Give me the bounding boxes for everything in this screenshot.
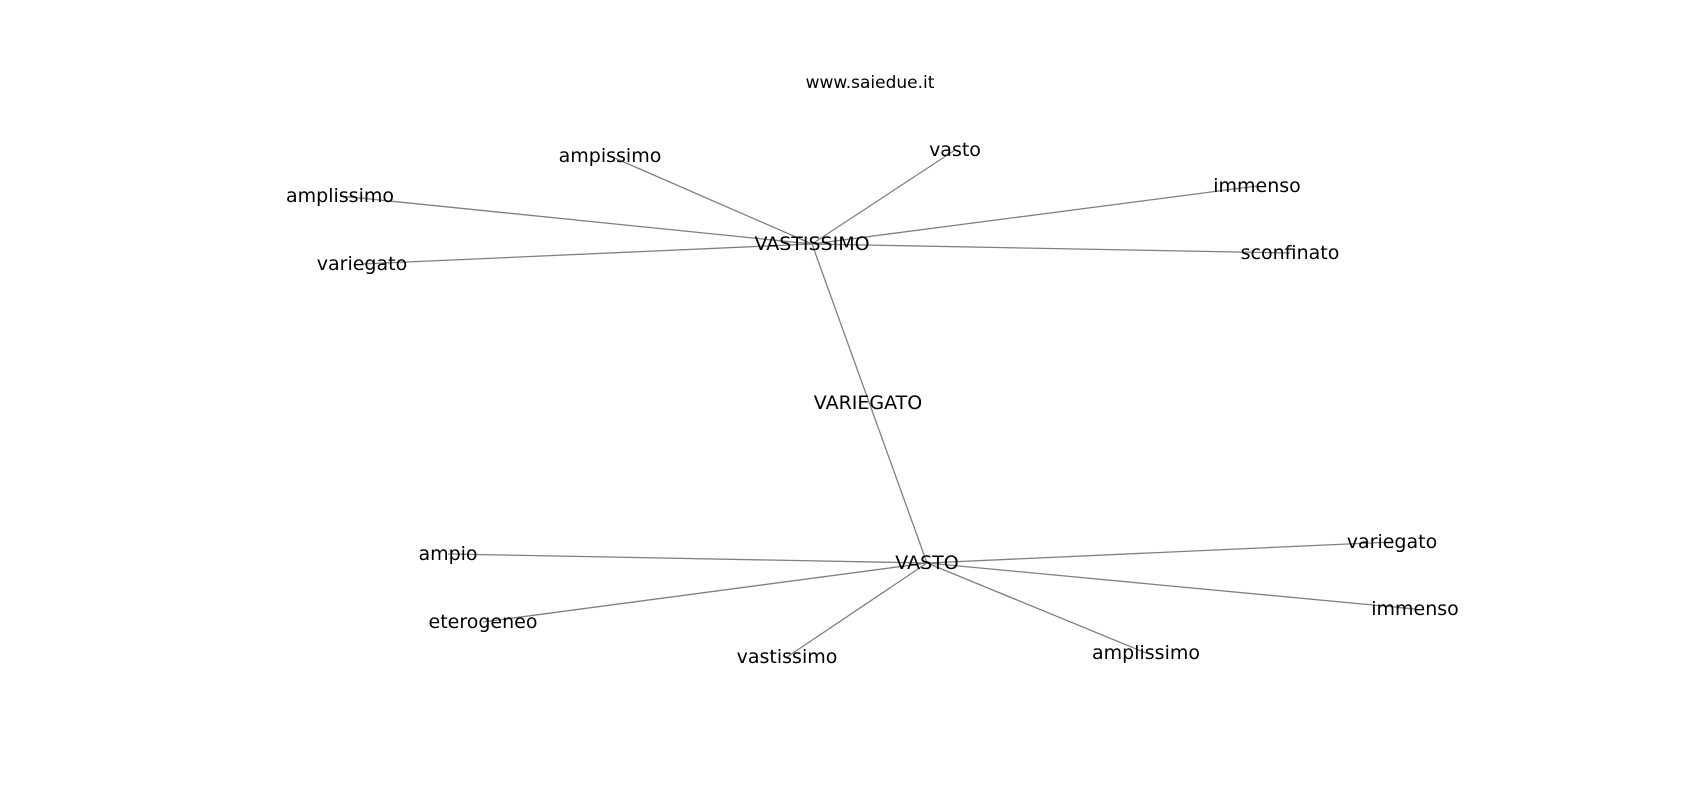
node-label-n-amplissimo-top: amplissimo <box>286 185 394 207</box>
graph-nodes: VASTISSIMO VARIEGATO VASTO ampissimo vasto im… <box>286 139 1459 668</box>
node-label-n-immenso-bottom: immenso <box>1371 598 1459 620</box>
edge-vastissimo_hub-n_amplissimo_top <box>339 195 813 245</box>
node-label-variegato-hub: VARIEGATO <box>814 392 922 414</box>
edge-vasto_hub-n_immenso_bottom <box>926 562 1416 610</box>
edge-vastissimo_hub-vasto_hub <box>811 243 928 564</box>
node-label-n-amplissimo-bottom: amplissimo <box>1092 642 1200 664</box>
edge-vasto_hub-n_vastissimo <box>786 562 928 658</box>
edge-vastissimo_hub-n_sconfinato <box>811 243 1291 254</box>
edge-vasto_hub-n_eterogeneo <box>482 562 928 623</box>
node-label-n-ampissimo: ampissimo <box>559 145 662 167</box>
node-label-n-eterogeneo: eterogeneo <box>429 611 538 633</box>
edge-vasto_hub-n_ampio <box>447 553 928 564</box>
edge-vastissimo_hub-n_vasto <box>811 149 956 245</box>
node-label-n-ampio: ampio <box>418 543 477 565</box>
node-label-n-vastissimo: vastissimo <box>737 646 838 668</box>
edge-vastissimo_hub-n_ampissimo <box>609 155 813 245</box>
edge-vasto_hub-n_amplissimo_bottom <box>926 562 1147 654</box>
site-watermark: www.saiedue.it <box>806 73 935 93</box>
node-label-vastissimo-hub: VASTISSIMO <box>754 233 869 255</box>
edge-vasto_hub-n_variegato_bottom <box>926 541 1393 564</box>
edge-vastissimo_hub-n_immenso_top <box>811 185 1258 245</box>
node-label-n-variegato-top: variegato <box>317 253 407 275</box>
node-label-n-variegato-bottom: variegato <box>1347 531 1437 553</box>
graph-edges <box>339 149 1416 658</box>
edge-vastissimo_hub-n_variegato_top <box>361 243 813 265</box>
node-label-vasto-hub: VASTO <box>895 552 958 574</box>
node-label-n-sconfinato: sconfinato <box>1241 242 1340 264</box>
node-label-n-immenso-top: immenso <box>1213 175 1301 197</box>
node-label-n-vasto: vasto <box>929 139 981 161</box>
